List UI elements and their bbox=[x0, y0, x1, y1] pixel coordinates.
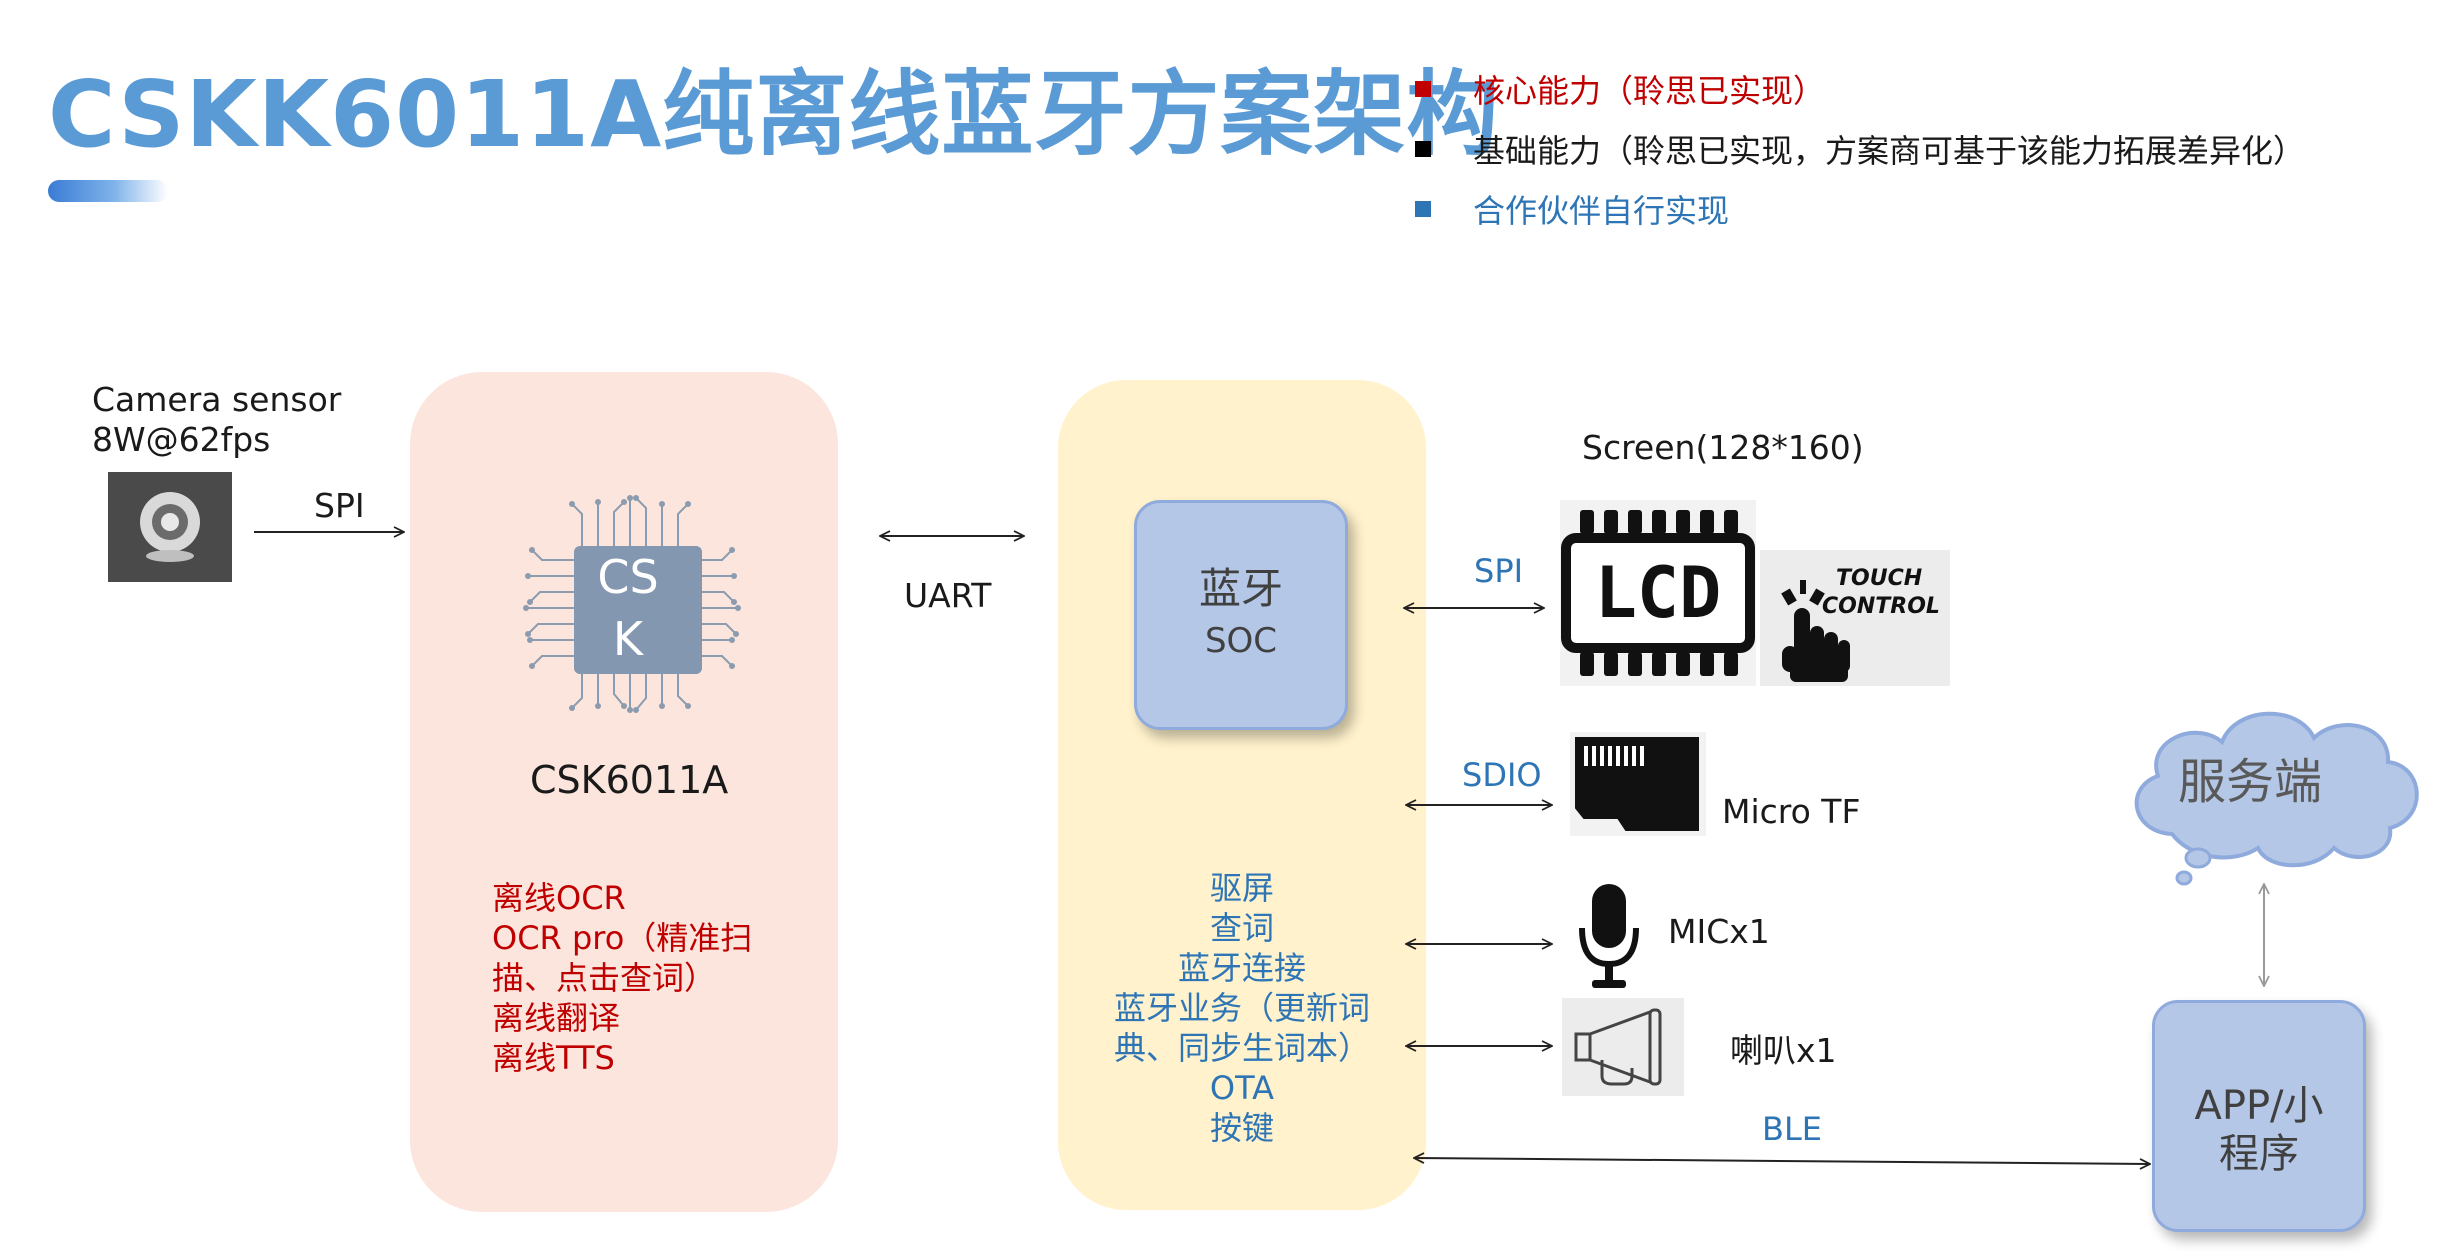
csk-feature-translate: 离线翻译 bbox=[492, 999, 621, 1037]
label-ble: BLE bbox=[1762, 1110, 1822, 1148]
touch-label-line2: CONTROL bbox=[1822, 594, 1940, 619]
bt-feature-keys: 按键 bbox=[1209, 1109, 1274, 1147]
page-title: CSKK6011A纯离线蓝牙方案架构 bbox=[48, 61, 1500, 168]
lcd-icon bbox=[1560, 500, 1756, 686]
app-box: APP/小 程序 bbox=[2152, 1000, 2366, 1232]
touch-label-line1: TOUCH bbox=[1836, 566, 1923, 591]
speaker-label: 喇叭x1 bbox=[1730, 1031, 1837, 1070]
bt-feature-screen: 驱屏 bbox=[1209, 869, 1274, 907]
bt-feature-ota: OTA bbox=[1209, 1069, 1275, 1107]
webcam-icon bbox=[108, 472, 232, 582]
bt-feature-business-detail: 典、同步生词本） bbox=[1113, 1029, 1370, 1067]
csk-feature-ocr-pro-detail: 描、点击查词） bbox=[492, 959, 717, 997]
legend-item-base: 基础能力（聆思已实现，方案商可基于该能力拓展差异化） bbox=[1415, 126, 2305, 172]
label-spi-screen: SPI bbox=[1474, 552, 1524, 590]
microphone-icon bbox=[1579, 884, 1639, 988]
label-uart: UART bbox=[904, 576, 992, 615]
csk-chip-name: CSK6011A bbox=[530, 758, 729, 802]
micro-tf-label: Micro TF bbox=[1722, 792, 1861, 831]
bt-feature-connect: 蓝牙连接 bbox=[1177, 949, 1306, 987]
csk-feature-tts: 离线TTS bbox=[492, 1039, 615, 1077]
camera-label: Camera sensor bbox=[92, 380, 342, 419]
lcd-text: LCD bbox=[1594, 552, 1722, 634]
touch-control-icon bbox=[1760, 550, 1950, 686]
speaker-horn-icon bbox=[1562, 998, 1684, 1096]
legend-label-core: 核心能力（聆思已实现） bbox=[1473, 72, 1826, 110]
bt-feature-business: 蓝牙业务（更新词 bbox=[1113, 989, 1370, 1027]
screen-title: Screen(128*160) bbox=[1582, 428, 1864, 467]
chip-label-line2: K bbox=[612, 612, 644, 666]
legend-item-core: 核心能力（聆思已实现） bbox=[1415, 66, 1825, 112]
legend-label-base: 基础能力（聆思已实现，方案商可基于该能力拓展差异化） bbox=[1473, 132, 2306, 170]
chip-icon bbox=[523, 495, 741, 713]
title-accent-bar bbox=[48, 180, 168, 202]
app-label-line1: APP/小 bbox=[2194, 1083, 2324, 1129]
camera-spec: 8W@62fps bbox=[92, 420, 271, 459]
csk-panel bbox=[410, 372, 838, 1212]
legend-item-partner: 合作伙伴自行实现 bbox=[1415, 186, 1729, 232]
app-label-line2: 程序 bbox=[2219, 1131, 2299, 1177]
legend-marker-partner bbox=[1415, 201, 1431, 217]
arrow-ble bbox=[1414, 1158, 2150, 1164]
cloud-icon bbox=[2134, 711, 2419, 886]
legend-label-partner: 合作伙伴自行实现 bbox=[1473, 192, 1730, 230]
legend-marker-core bbox=[1415, 81, 1431, 97]
soc-label-line2: SOC bbox=[1204, 621, 1278, 661]
micro-sd-card-icon bbox=[1570, 732, 1706, 836]
bluetooth-soc-box: 蓝牙 SOC bbox=[1134, 500, 1348, 730]
soc-label-line1: 蓝牙 bbox=[1198, 564, 1283, 613]
csk-feature-ocr-pro: OCR pro（精准扫 bbox=[492, 919, 753, 957]
label-spi-camera: SPI bbox=[314, 486, 365, 525]
mic-label: MICx1 bbox=[1668, 912, 1770, 951]
csk-feature-ocr: 离线OCR bbox=[492, 879, 626, 917]
server-label: 服务端 bbox=[2178, 754, 2323, 810]
legend-marker-base bbox=[1415, 141, 1431, 157]
bt-feature-lookup: 查词 bbox=[1209, 909, 1274, 947]
label-sdio: SDIO bbox=[1462, 756, 1542, 794]
chip-label-line1: CS bbox=[597, 550, 659, 604]
